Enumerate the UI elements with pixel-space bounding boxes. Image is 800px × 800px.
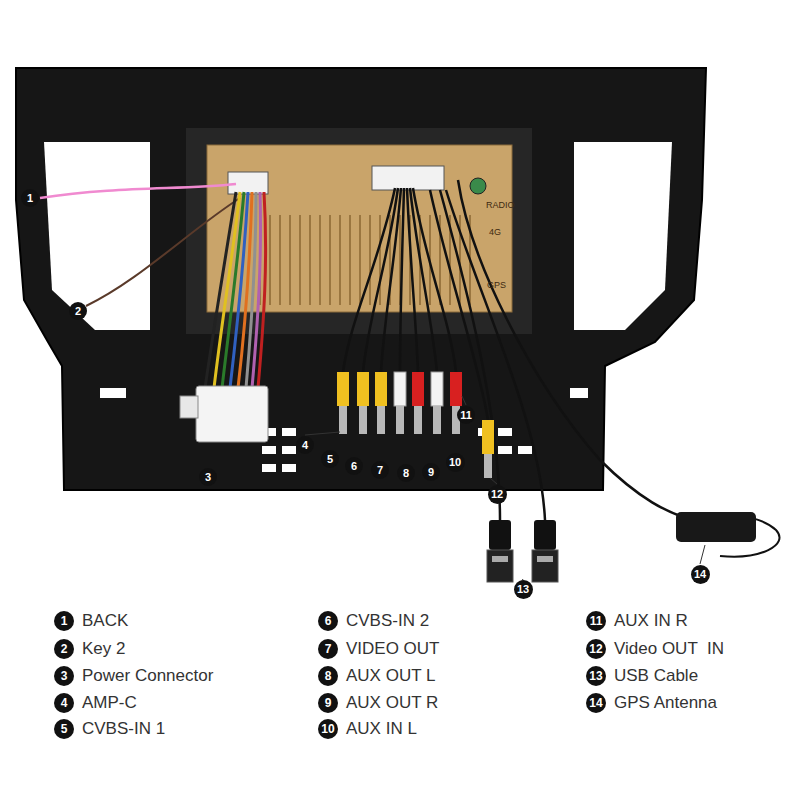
dash-bezel (16, 68, 706, 490)
av-socket (372, 166, 444, 190)
callout-number: 13 (589, 670, 602, 682)
callout-circle: 6 (345, 457, 363, 475)
callout-number: 13 (517, 584, 529, 595)
part-name: AUX IN R (614, 611, 688, 631)
callout-circle: 5 (54, 719, 74, 739)
callout-circle: 10 (446, 453, 465, 472)
callout-circle: 5 (321, 450, 339, 468)
callout-circle: 4 (54, 693, 74, 713)
callout-number: 6 (351, 461, 357, 472)
callout-circle: 14 (586, 693, 606, 713)
callout-circle: 9 (318, 693, 338, 713)
callout-number: 12 (491, 489, 503, 500)
callout-number: 14 (694, 569, 706, 580)
rca-plugs (337, 372, 494, 478)
radio-socket (470, 178, 486, 194)
port-label: GPS (487, 280, 506, 290)
callout-circle: 12 (586, 639, 606, 659)
callout-number: 7 (325, 643, 332, 655)
callout-circle: 2 (54, 639, 74, 659)
callout-circle: 3 (199, 468, 217, 486)
callout-circle: 7 (371, 461, 389, 479)
callout-number: 3 (205, 472, 211, 483)
callout-circle: 8 (397, 464, 415, 482)
power-connector-tab (180, 396, 198, 418)
callout-number: 1 (27, 193, 33, 204)
callout-circle: 11 (586, 611, 606, 631)
callout-number: 10 (449, 457, 461, 468)
callout-circle: 1 (54, 611, 74, 631)
callout-circle: 13 (586, 666, 606, 686)
callout-number: 1 (61, 615, 68, 627)
back-wire (40, 184, 236, 198)
callout-circle: 2 (69, 302, 87, 320)
callout-circle: 7 (318, 639, 338, 659)
callout-circle: 11 (457, 406, 475, 424)
part-name: BACK (82, 611, 128, 631)
callout-number: 4 (302, 440, 308, 451)
part-name: VIDEO OUT (346, 639, 440, 659)
callout-number: 5 (61, 723, 68, 735)
part-name: Power Connector (82, 666, 213, 686)
callout-number: 9 (325, 697, 332, 709)
key2-wire (86, 198, 240, 306)
callout-number: 6 (325, 615, 332, 627)
callout-number: 3 (61, 670, 68, 682)
part-name: AUX OUT L (346, 666, 435, 686)
part-name: USB Cable (614, 666, 698, 686)
callout-circle: 9 (422, 463, 440, 481)
usb-plugs (487, 520, 558, 582)
callout-number: 9 (428, 467, 434, 478)
callout-number: 7 (377, 465, 383, 476)
power-connector (196, 386, 268, 442)
callout-number: 2 (61, 643, 68, 655)
part-name: CVBS-IN 2 (346, 611, 429, 631)
callout-circle: 12 (488, 485, 507, 504)
part-name: Key 2 (82, 639, 125, 659)
callout-number: 11 (460, 410, 472, 421)
rca-cables (343, 180, 690, 520)
port-label: 4G (489, 227, 501, 237)
bezel-window-left (44, 142, 150, 330)
callout-number: 4 (61, 697, 68, 709)
callout-circle: 8 (318, 666, 338, 686)
part-name: AMP-C (82, 693, 137, 713)
callout-circle: 13 (514, 580, 533, 599)
callout-number: 11 (590, 615, 603, 627)
power-harness (205, 192, 266, 388)
callout-number: 8 (403, 468, 409, 479)
callout-circle: 6 (318, 611, 338, 631)
part-name: CVBS-IN 1 (82, 719, 165, 739)
gps-antenna (676, 512, 779, 557)
leader-lines (305, 396, 705, 584)
part-name: AUX OUT R (346, 693, 438, 713)
bezel-window-right (574, 142, 672, 330)
port-label: RADIO (486, 200, 515, 210)
callout-number: 5 (327, 454, 333, 465)
callout-circle: 14 (691, 565, 710, 584)
part-name: AUX IN L (346, 719, 417, 739)
callout-number: 10 (321, 723, 334, 735)
callout-number: 12 (589, 643, 602, 655)
callout-number: 2 (75, 306, 81, 317)
callout-circle: 1 (21, 189, 39, 207)
callout-circle: 3 (54, 666, 74, 686)
callout-number: 14 (589, 697, 602, 709)
part-name: GPS Antenna (614, 693, 717, 713)
part-name: Video OUT IN (614, 639, 724, 659)
callout-number: 8 (325, 670, 332, 682)
callout-circle: 10 (318, 719, 338, 739)
callout-circle: 4 (296, 436, 314, 454)
